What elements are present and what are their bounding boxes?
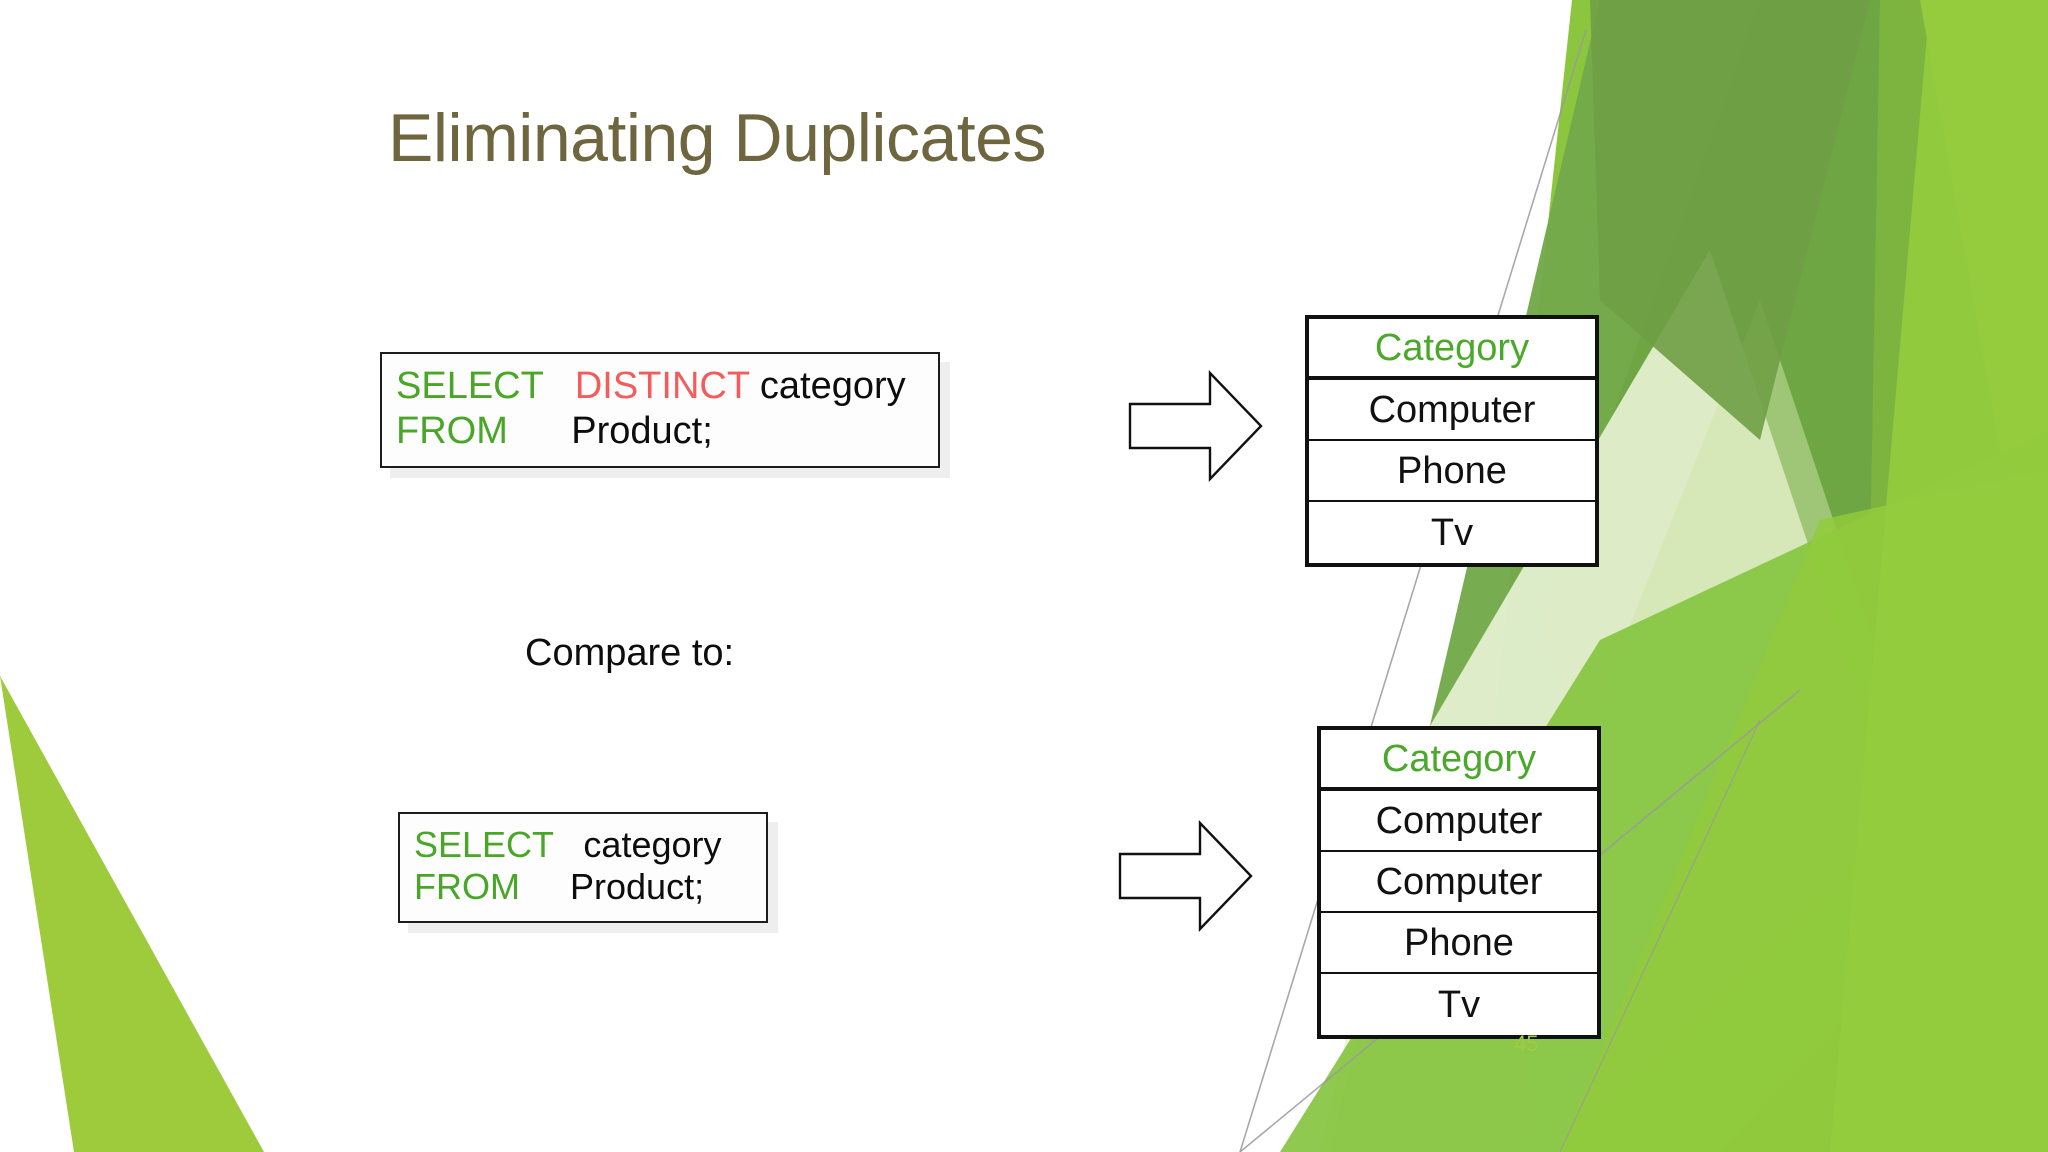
table-row: Tv bbox=[1321, 974, 1597, 1035]
code-text: Product; bbox=[570, 866, 705, 908]
table-row: Computer bbox=[1309, 380, 1595, 441]
bg-shape-lime-lower bbox=[1560, 470, 2048, 1152]
bg-shape-right-bright bbox=[1540, 0, 2048, 1152]
bg-shape-bright-right-edge bbox=[1830, 0, 2048, 1152]
sql-keyword-from: FROM bbox=[396, 409, 508, 452]
code-text: Product; bbox=[571, 409, 713, 452]
sql-keyword-distinct: DISTINCT bbox=[574, 365, 750, 407]
table-row: Phone bbox=[1309, 441, 1595, 502]
code-line: SELECT category bbox=[414, 824, 752, 866]
result-table-distinct: Category Computer Phone Tv bbox=[1305, 315, 1599, 567]
sql-keyword-select: SELECT bbox=[396, 365, 544, 407]
code-gap bbox=[543, 365, 575, 407]
bg-shape-dark-top-wedge bbox=[1590, 0, 1870, 440]
page-number: 45 bbox=[1514, 1031, 1539, 1056]
column-header-category: Category bbox=[1374, 326, 1530, 369]
table-row: Tv bbox=[1309, 502, 1595, 563]
table-cell: Tv bbox=[1437, 983, 1481, 1026]
code-block-distinct-query: SELECT DISTINCT category FROM Product; bbox=[380, 352, 940, 468]
code-gap bbox=[553, 824, 583, 865]
table-header-row: Category bbox=[1309, 319, 1595, 380]
bg-shape-bottom-left bbox=[0, 676, 264, 1152]
code-gap bbox=[520, 866, 570, 907]
result-table-all: Category Computer Computer Phone Tv bbox=[1317, 726, 1601, 1039]
table-row: Computer bbox=[1321, 852, 1597, 913]
table-row: Computer bbox=[1321, 791, 1597, 852]
bg-shape-right-lime bbox=[1690, 0, 2048, 1152]
compare-to-label: Compare to: bbox=[525, 632, 735, 674]
page-title: Eliminating Duplicates bbox=[388, 100, 1046, 176]
table-cell: Computer bbox=[1368, 388, 1536, 431]
table-cell: Computer bbox=[1375, 799, 1543, 842]
code-text: category bbox=[583, 824, 722, 865]
sql-keyword-select: SELECT bbox=[414, 824, 554, 865]
table-cell: Computer bbox=[1375, 860, 1543, 903]
right-arrow-icon bbox=[1128, 370, 1263, 482]
code-line: FROM Product; bbox=[396, 409, 924, 454]
right-arrow-icon bbox=[1118, 820, 1253, 932]
table-cell: Phone bbox=[1397, 449, 1507, 492]
table-cell: Phone bbox=[1404, 921, 1514, 964]
table-cell: Tv bbox=[1430, 511, 1474, 554]
code-text: category bbox=[749, 365, 906, 407]
table-row: Phone bbox=[1321, 913, 1597, 974]
code-line: SELECT DISTINCT category bbox=[396, 364, 924, 409]
code-gap bbox=[508, 410, 571, 452]
code-line: FROM Product; bbox=[414, 866, 752, 908]
sql-keyword-from: FROM bbox=[414, 866, 520, 908]
table-header-row: Category bbox=[1321, 730, 1597, 791]
bg-shape-dark-overlap bbox=[1540, 0, 2048, 1152]
column-header-category: Category bbox=[1381, 737, 1537, 780]
code-block-plain-query: SELECT category FROM Product; bbox=[398, 812, 768, 923]
